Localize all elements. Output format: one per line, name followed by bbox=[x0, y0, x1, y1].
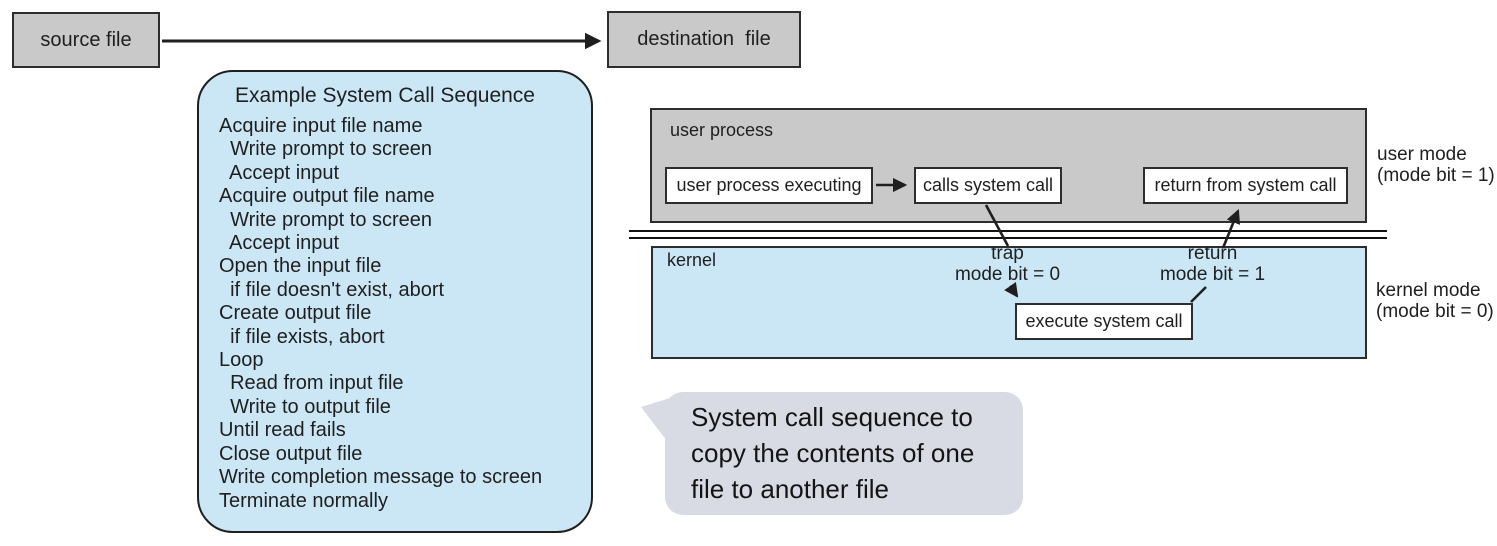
syscall-step: Accept input bbox=[219, 161, 340, 184]
syscall-step: Acquire input file name bbox=[219, 115, 423, 137]
source-file-label: source file bbox=[40, 28, 132, 51]
syscall-step: Until read fails bbox=[219, 419, 346, 442]
user-process-region-label: user process bbox=[670, 120, 774, 140]
syscall-step: Terminate normally bbox=[219, 489, 388, 512]
syscall-step: Write prompt to screen bbox=[219, 208, 433, 231]
trap-mode-bit-label: trap mode bit = 0 bbox=[954, 243, 1061, 285]
mode-boundary-line bbox=[629, 230, 1387, 239]
destination-file-label: destination file bbox=[637, 28, 771, 50]
execute-system-call-label: execute system call bbox=[1025, 311, 1183, 331]
syscall-step: Acquire output file name bbox=[219, 185, 435, 208]
source-file-box: source file bbox=[12, 12, 160, 68]
syscall-step: Open the input file bbox=[219, 255, 382, 278]
calls-system-call-label: calls system call bbox=[922, 175, 1054, 195]
return-from-system-call-box: return from system call bbox=[1143, 167, 1348, 204]
syscall-step: Close output file bbox=[219, 442, 363, 465]
syscall-step: Loop bbox=[219, 349, 264, 372]
syscall-step: Write prompt to screen bbox=[219, 138, 433, 161]
calls-system-call-box: calls system call bbox=[914, 167, 1062, 204]
syscall-step: Write to output file bbox=[219, 395, 391, 418]
syscall-step: Read from input file bbox=[219, 372, 404, 395]
syscall-step: if file exists, abort bbox=[219, 325, 385, 348]
syscall-step: Accept input bbox=[219, 232, 340, 255]
return-from-system-call-label: return from system call bbox=[1154, 175, 1337, 195]
kernel-region-label: kernel bbox=[667, 250, 717, 270]
syscall-sequence-panel: Example System Call Sequence Acquire inp… bbox=[197, 70, 593, 533]
syscall-step: Write completion message to screen bbox=[219, 466, 543, 489]
user-mode-annotation: user mode (mode bit = 1) bbox=[1377, 144, 1495, 186]
syscall-step: Create output file bbox=[219, 302, 372, 325]
syscall-panel-title: Example System Call Sequence bbox=[235, 84, 535, 107]
syscall-step-list: Acquire input file name Write prompt to … bbox=[199, 108, 591, 513]
destination-file-box: destination file bbox=[607, 11, 801, 68]
user-process-executing-label: user process executing bbox=[676, 175, 862, 195]
kernel-mode-annotation: kernel mode (mode bit = 0) bbox=[1376, 280, 1494, 322]
return-mode-bit-label: return mode bit = 1 bbox=[1159, 243, 1266, 285]
caption-bubble: System call sequence to copy the content… bbox=[665, 392, 1023, 515]
user-process-executing-box: user process executing bbox=[665, 167, 873, 204]
syscall-step: if file doesn't exist, abort bbox=[219, 278, 445, 301]
kernel-region bbox=[651, 246, 1367, 359]
execute-system-call-box: execute system call bbox=[1015, 303, 1193, 340]
